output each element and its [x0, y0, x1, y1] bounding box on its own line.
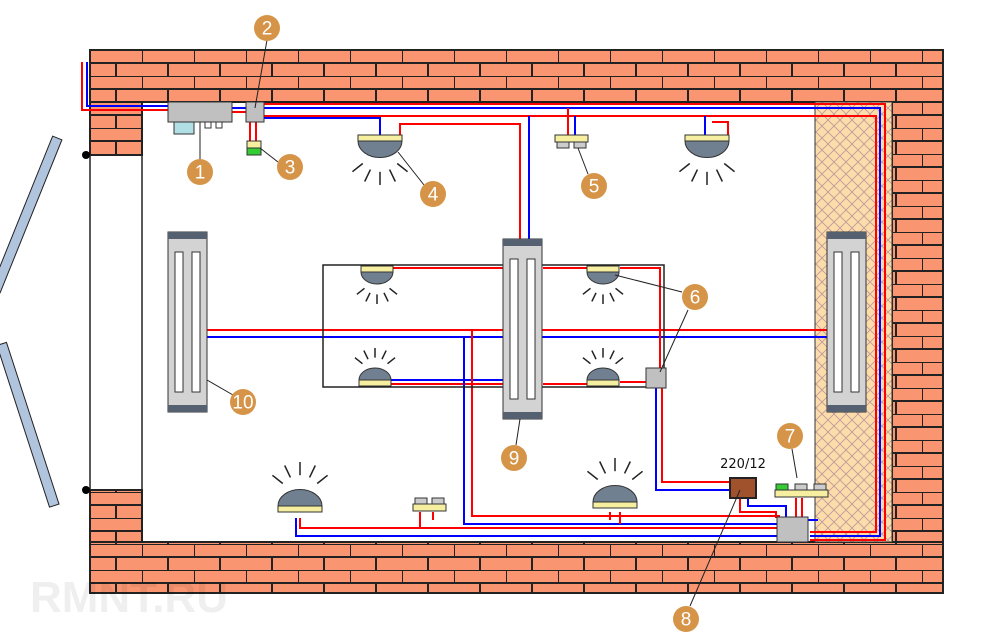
lamps	[271, 134, 736, 513]
callout-number: 7	[785, 427, 796, 448]
callout-number: 5	[589, 177, 600, 198]
lamp[interactable]	[678, 134, 736, 185]
distribution-panel[interactable]	[167, 101, 233, 135]
callout-1: 1	[187, 159, 213, 185]
callout-5: 5	[581, 173, 607, 199]
callout-number: 2	[262, 19, 273, 40]
lamp[interactable]	[582, 265, 624, 304]
switch-top[interactable]	[554, 134, 589, 149]
callout-number: 10	[232, 393, 253, 414]
hinge	[82, 151, 90, 159]
transformer-label: 220/12	[720, 457, 766, 472]
convector-heater[interactable]	[167, 231, 208, 413]
callout-number: 6	[690, 288, 701, 309]
heaters	[167, 231, 867, 420]
callout-number: 4	[428, 185, 439, 206]
callout-number: 9	[509, 449, 520, 470]
callout-number: 8	[681, 610, 692, 631]
switch-block[interactable]	[774, 483, 829, 498]
lamp[interactable]	[356, 265, 398, 304]
callout-9: 9	[501, 445, 527, 471]
leader-lines	[199, 39, 798, 607]
callout-7: 7	[777, 423, 803, 449]
junction-box	[776, 516, 809, 543]
transformer[interactable]	[729, 477, 757, 499]
callout-6: 6	[682, 284, 708, 310]
callout-2: 2	[254, 15, 280, 41]
lamp[interactable]	[271, 462, 329, 513]
ceiling-section	[322, 264, 665, 388]
brick-wall	[89, 49, 944, 594]
lamp[interactable]	[351, 134, 409, 185]
lamp[interactable]	[586, 458, 644, 509]
junction-box	[245, 101, 265, 123]
switch-bottom[interactable]	[412, 497, 447, 512]
door[interactable]	[0, 135, 90, 508]
lamp[interactable]	[354, 348, 396, 387]
convector-heater[interactable]	[502, 238, 543, 420]
door-leaf-upper[interactable]	[0, 135, 63, 294]
junction-box	[645, 367, 667, 389]
door-leaf-lower[interactable]	[0, 341, 60, 508]
callout-3: 3	[277, 154, 303, 180]
callout-number: 1	[195, 163, 206, 184]
callout-8: 8	[673, 606, 699, 632]
wiring	[81, 62, 886, 541]
callouts: 1 2 3 4 5 6 7 8 9 10	[187, 15, 803, 632]
watermark: RMNT.RU	[30, 573, 228, 622]
callout-10: 10	[230, 389, 256, 415]
lamp[interactable]	[582, 348, 624, 387]
hinge	[82, 486, 90, 494]
callout-number: 3	[285, 158, 296, 179]
callout-4: 4	[420, 181, 446, 207]
convector-heater[interactable]	[826, 231, 867, 413]
outlet[interactable]	[246, 140, 262, 156]
